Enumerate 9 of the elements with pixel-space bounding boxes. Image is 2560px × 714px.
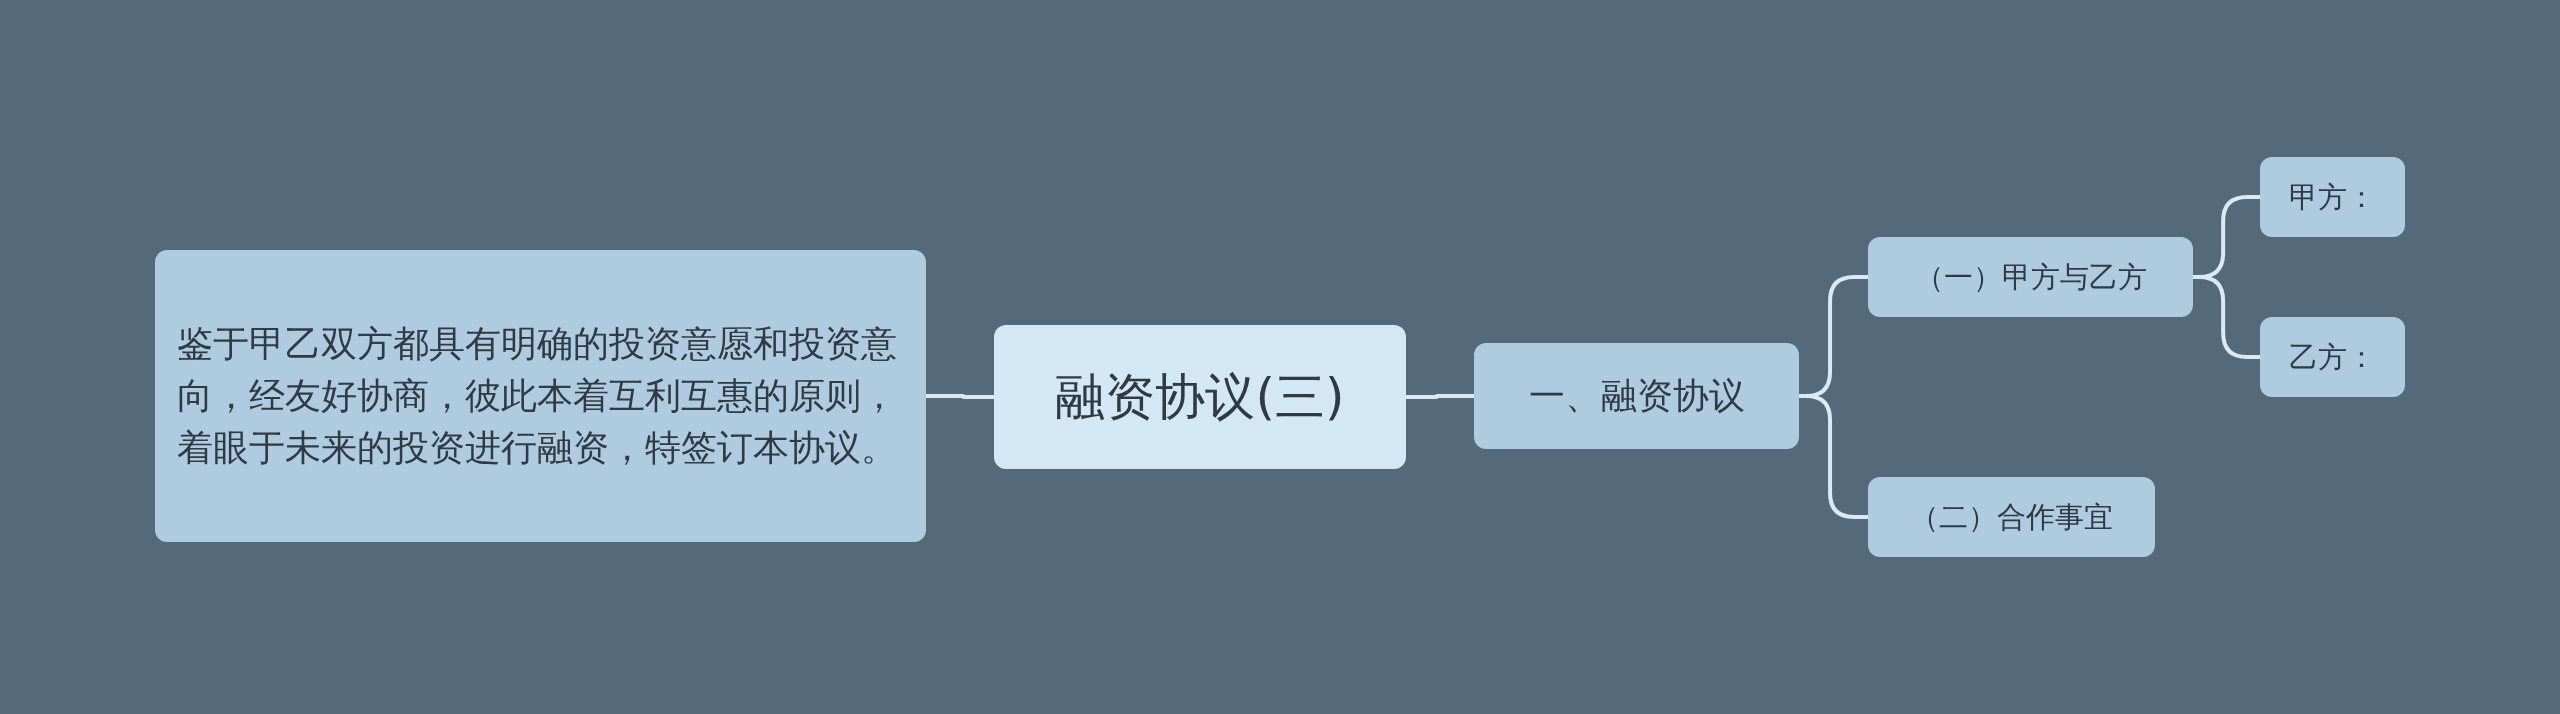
topic-box: 鉴于甲乙双方都具有明确的投资意愿和投资意向，经友好协商，彼此本着互利互惠的原则，着眼于未来的投资进行融资，特签订本协议。 xyxy=(155,250,926,542)
topic-box: （二）合作事宜 xyxy=(1868,477,2155,557)
central-topic-box: 融资协议(三) xyxy=(994,325,1406,469)
topic-box: 甲方： xyxy=(2260,157,2405,237)
topic-box: （一）甲方与乙方 xyxy=(1868,237,2193,317)
topic-box: 一、融资协议 xyxy=(1474,343,1799,449)
topic-box: 乙方： xyxy=(2260,317,2405,397)
connector-line xyxy=(926,394,994,399)
connector-line xyxy=(1406,394,1474,399)
